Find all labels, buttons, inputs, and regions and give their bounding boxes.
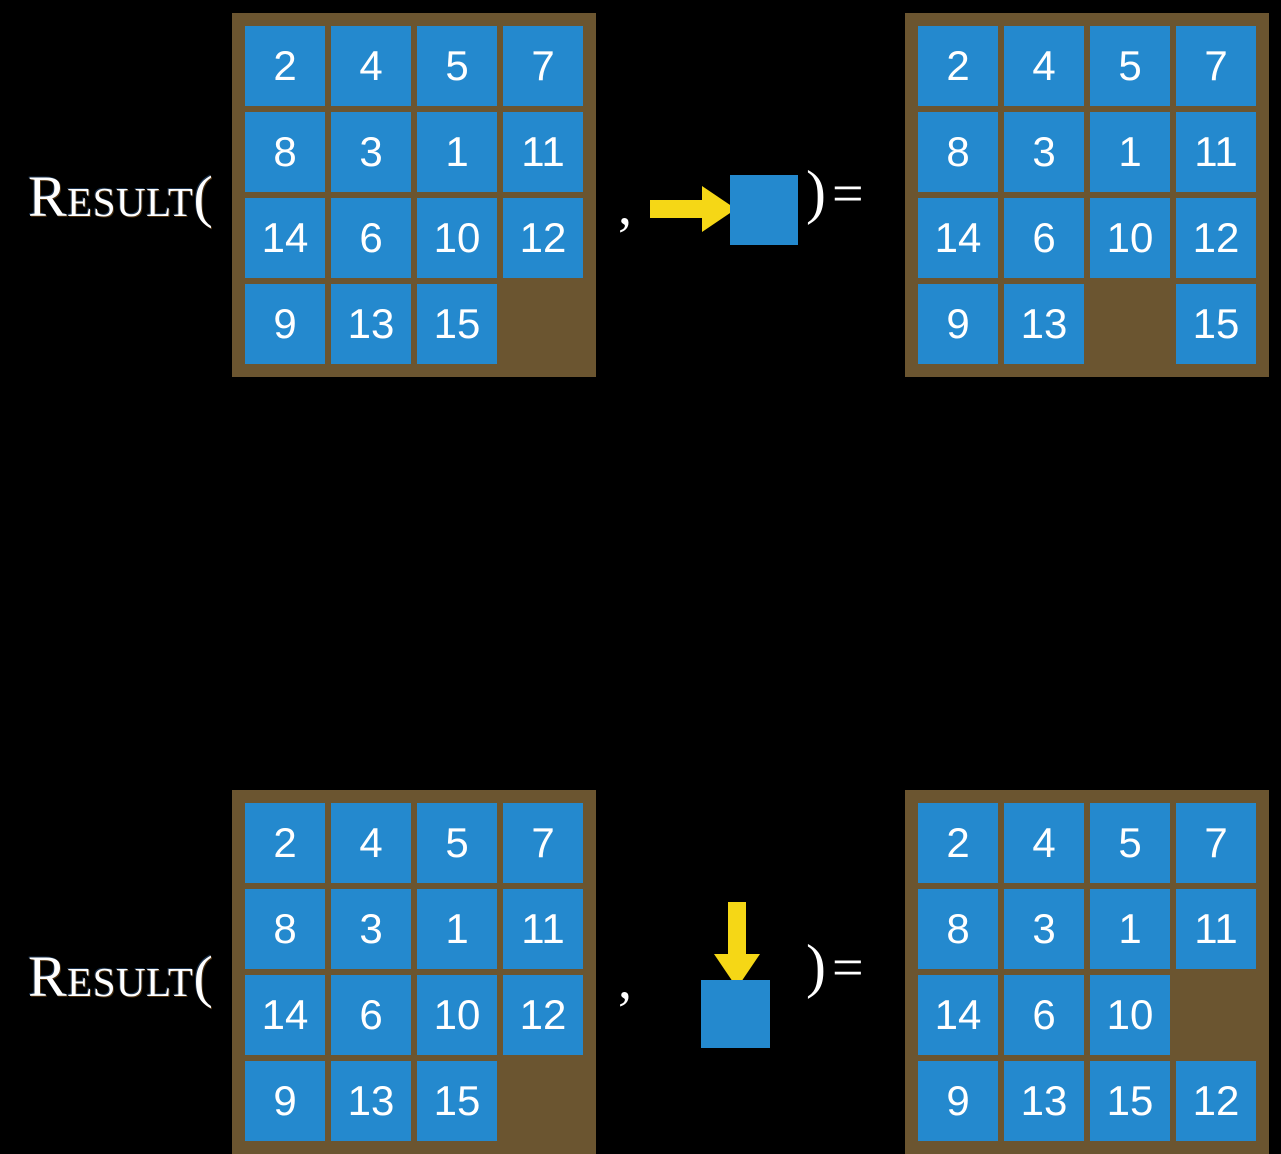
puzzle-tile[interactable]: 4	[1004, 26, 1084, 106]
puzzle-tile[interactable]: 2	[245, 803, 325, 883]
close-paren-and-equals: )=	[806, 162, 864, 222]
equals-sign: =	[831, 937, 864, 999]
close-paren: )	[806, 159, 826, 225]
puzzle-blank-slot[interactable]	[1176, 975, 1256, 1055]
puzzle-tile[interactable]: 6	[331, 198, 411, 278]
puzzle-tile[interactable]: 7	[503, 26, 583, 106]
puzzle-tile[interactable]: 9	[918, 1061, 998, 1141]
result-function-label: Result(	[28, 944, 214, 1009]
puzzle-tile[interactable]: 12	[503, 198, 583, 278]
action-slide-right	[650, 170, 810, 260]
puzzle-tile[interactable]: 3	[331, 889, 411, 969]
puzzle-tile[interactable]: 8	[918, 112, 998, 192]
output-board-top: 2 4 5 7 8 3 1 11 14 6 10 12 9 13 15	[905, 13, 1269, 377]
puzzle-blank-slot[interactable]	[1090, 284, 1170, 364]
puzzle-tile[interactable]: 2	[918, 803, 998, 883]
puzzle-blank-slot[interactable]	[503, 1061, 583, 1141]
puzzle-tile[interactable]: 10	[417, 198, 497, 278]
output-board-bottom: 2 4 5 7 8 3 1 11 14 6 10 9 13 15 12	[905, 790, 1269, 1154]
puzzle-tile[interactable]: 11	[1176, 112, 1256, 192]
puzzle-grid: 2 4 5 7 8 3 1 11 14 6 10 12 9 13 15	[245, 26, 583, 364]
puzzle-tile[interactable]: 3	[1004, 889, 1084, 969]
puzzle-tile[interactable]: 11	[503, 112, 583, 192]
puzzle-tile[interactable]: 7	[1176, 803, 1256, 883]
puzzle-tile[interactable]: 1	[1090, 112, 1170, 192]
puzzle-tile[interactable]: 12	[1176, 198, 1256, 278]
puzzle-tile[interactable]: 9	[918, 284, 998, 364]
puzzle-tile[interactable]: 2	[918, 26, 998, 106]
puzzle-tile[interactable]: 7	[503, 803, 583, 883]
equals-sign: =	[831, 163, 864, 225]
puzzle-tile[interactable]: 10	[417, 975, 497, 1055]
input-board-bottom: 2 4 5 7 8 3 1 11 14 6 10 12 9 13 15	[232, 790, 596, 1154]
puzzle-tile[interactable]: 4	[331, 26, 411, 106]
puzzle-tile[interactable]: 4	[331, 803, 411, 883]
argument-separator-comma: ,	[618, 949, 632, 1011]
puzzle-tile[interactable]: 9	[245, 284, 325, 364]
puzzle-tile[interactable]: 13	[1004, 1061, 1084, 1141]
close-paren-and-equals: )=	[806, 936, 864, 996]
close-paren: )	[806, 933, 826, 999]
puzzle-tile[interactable]: 13	[1004, 284, 1084, 364]
action-slide-down	[680, 895, 800, 1065]
puzzle-tile[interactable]: 1	[417, 889, 497, 969]
arrow-right-icon	[650, 186, 736, 232]
puzzle-tile[interactable]: 3	[1004, 112, 1084, 192]
puzzle-tile[interactable]: 7	[1176, 26, 1256, 106]
puzzle-tile[interactable]: 14	[918, 975, 998, 1055]
puzzle-tile[interactable]: 9	[245, 1061, 325, 1141]
puzzle-tile[interactable]: 12	[1176, 1061, 1256, 1141]
puzzle-tile[interactable]: 13	[331, 284, 411, 364]
arrow-down-icon	[714, 902, 760, 988]
puzzle-tile[interactable]: 6	[1004, 975, 1084, 1055]
puzzle-tile[interactable]: 14	[245, 975, 325, 1055]
puzzle-tile[interactable]: 10	[1090, 975, 1170, 1055]
puzzle-tile[interactable]: 5	[1090, 26, 1170, 106]
puzzle-tile[interactable]: 10	[1090, 198, 1170, 278]
equation-row-slide-right: Result( 2 4 5 7 8 3 1 11 14 6 10 12 9 13…	[0, 0, 1281, 390]
result-function-label: Result(	[28, 164, 214, 229]
puzzle-tile[interactable]: 3	[331, 112, 411, 192]
puzzle-tile[interactable]: 12	[503, 975, 583, 1055]
puzzle-tile[interactable]: 8	[918, 889, 998, 969]
puzzle-tile[interactable]: 5	[417, 803, 497, 883]
puzzle-tile[interactable]: 13	[331, 1061, 411, 1141]
puzzle-tile[interactable]: 15	[1090, 1061, 1170, 1141]
puzzle-grid: 2 4 5 7 8 3 1 11 14 6 10 9 13 15 12	[918, 803, 1256, 1141]
puzzle-tile[interactable]: 8	[245, 889, 325, 969]
puzzle-tile[interactable]: 6	[331, 975, 411, 1055]
equation-row-slide-down: Result( 2 4 5 7 8 3 1 11 14 6 10 12 9 13…	[0, 390, 1281, 1154]
puzzle-tile[interactable]: 5	[417, 26, 497, 106]
puzzle-tile[interactable]: 15	[1176, 284, 1256, 364]
puzzle-tile[interactable]: 5	[1090, 803, 1170, 883]
puzzle-tile[interactable]: 1	[1090, 889, 1170, 969]
puzzle-blank-slot[interactable]	[503, 284, 583, 364]
puzzle-grid: 2 4 5 7 8 3 1 11 14 6 10 12 9 13 15	[918, 26, 1256, 364]
action-tile	[701, 980, 770, 1048]
argument-separator-comma: ,	[618, 175, 632, 237]
puzzle-tile[interactable]: 11	[503, 889, 583, 969]
puzzle-tile[interactable]: 1	[417, 112, 497, 192]
input-board-top: 2 4 5 7 8 3 1 11 14 6 10 12 9 13 15	[232, 13, 596, 377]
puzzle-tile[interactable]: 8	[245, 112, 325, 192]
action-tile	[730, 175, 798, 245]
puzzle-tile[interactable]: 4	[1004, 803, 1084, 883]
puzzle-tile[interactable]: 14	[245, 198, 325, 278]
puzzle-tile[interactable]: 15	[417, 284, 497, 364]
puzzle-tile[interactable]: 2	[245, 26, 325, 106]
puzzle-tile[interactable]: 6	[1004, 198, 1084, 278]
puzzle-grid: 2 4 5 7 8 3 1 11 14 6 10 12 9 13 15	[245, 803, 583, 1141]
puzzle-tile[interactable]: 11	[1176, 889, 1256, 969]
puzzle-tile[interactable]: 15	[417, 1061, 497, 1141]
puzzle-tile[interactable]: 14	[918, 198, 998, 278]
